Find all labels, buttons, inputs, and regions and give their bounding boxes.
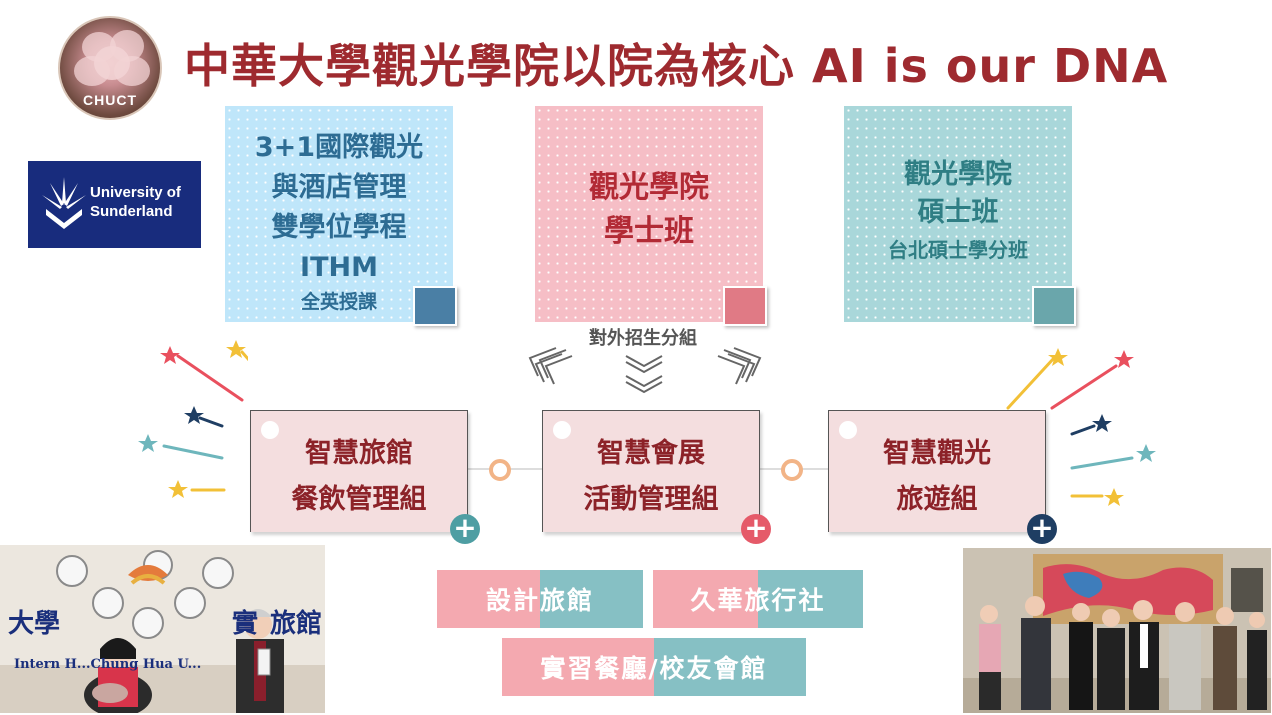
sunderland-emblem-icon: [42, 177, 86, 229]
group-tourism: 智慧觀光 旅遊組: [828, 410, 1046, 532]
group-line: 智慧旅館: [305, 438, 413, 469]
group-hotel: 智慧旅館 餐飲管理組: [250, 410, 468, 532]
corner-square: [413, 286, 457, 326]
photo-left-caption: 實: [232, 609, 259, 639]
chevron-down-left-icon: [528, 347, 573, 385]
firework-left-icon: [138, 340, 248, 498]
program-line: 觀光學院: [589, 170, 709, 205]
photo-left-caption: 大學: [8, 609, 61, 639]
group-dot: [839, 421, 857, 439]
program-line: 雙學位學程: [271, 212, 407, 243]
photo-right-scene-icon: [963, 548, 1271, 713]
group-dot: [261, 421, 279, 439]
facility-label: 久華旅行社: [690, 586, 826, 615]
program-sub: 台北碩士學分班: [888, 238, 1028, 262]
facility-restaurant: 實習餐廳/校友會館: [502, 638, 806, 696]
photo-right: [963, 548, 1271, 713]
group-dot: [553, 421, 571, 439]
firework-right-icon: [1006, 348, 1156, 506]
plus-icon: +: [450, 514, 480, 544]
chevron-down-right-icon: [717, 347, 762, 385]
plus-icon: +: [1027, 514, 1057, 544]
photo-left-caption: Intern H...Chung Hua U...: [14, 657, 202, 672]
facility-label: 實習餐廳/校友會館: [540, 654, 768, 683]
plus-icon: +: [741, 514, 771, 544]
facility-design-hotel: 設計旅館: [437, 570, 643, 628]
corner-square: [1032, 286, 1076, 326]
page-title: 中華大學觀光學院以院為核心 AI is our DNA: [184, 39, 1169, 93]
group-mice: 智慧會展 活動管理組: [542, 410, 760, 532]
program-bachelor: 觀光學院 學士班: [535, 106, 767, 326]
program-line: 觀光學院: [904, 159, 1012, 190]
logo-text: CHUCT: [83, 92, 137, 108]
recruit-label: 對外招生分組: [589, 328, 697, 349]
group-line: 旅遊組: [896, 484, 978, 515]
program-line: 3+1國際觀光: [254, 132, 424, 163]
connector-ring: [489, 459, 511, 481]
program-line: ITHM: [300, 252, 378, 283]
group-line: 活動管理組: [583, 484, 719, 515]
group-line: 智慧觀光: [883, 438, 991, 469]
chevron-down-icon: [625, 355, 663, 394]
program-line: 學士班: [604, 214, 694, 249]
corner-square: [723, 286, 767, 326]
program-master: 觀光學院 碩士班 台北碩士學分班: [844, 106, 1076, 326]
photo-left-caption: 旅館: [270, 609, 323, 639]
sunderland-logo: University of Sunderland: [28, 161, 201, 248]
group-line: 餐飲管理組: [291, 484, 427, 515]
program-sub: 全英授課: [300, 291, 377, 313]
facility-travel-agency: 久華旅行社: [653, 570, 863, 628]
sunderland-name: University of Sunderland: [90, 184, 181, 220]
program-line: 碩士班: [917, 197, 999, 228]
program-line: 與酒店管理: [271, 172, 407, 203]
facility-label: 設計旅館: [485, 586, 594, 615]
program-ithm: 3+1國際觀光 與酒店管理 雙學位學程 ITHM 全英授課: [225, 106, 457, 326]
connector-ring: [781, 459, 803, 481]
group-line: 智慧會展: [597, 438, 705, 469]
photo-left-scene-icon: [0, 545, 325, 713]
photo-left: 大學 實 旅館 Intern H...Chung Hua U...: [0, 545, 325, 713]
chuct-logo: CHUCT: [58, 16, 162, 120]
